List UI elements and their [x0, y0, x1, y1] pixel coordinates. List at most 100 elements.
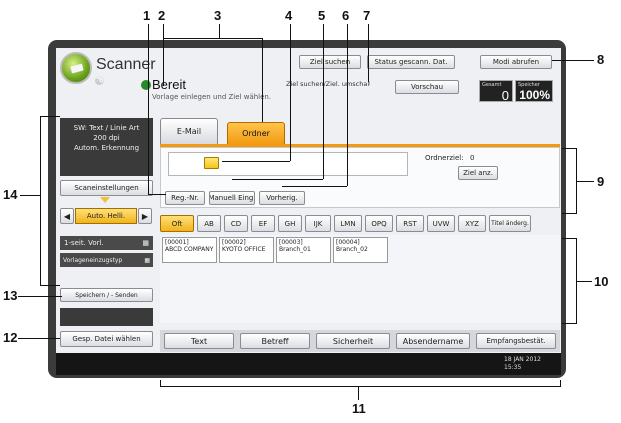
leader-line-11	[358, 386, 359, 400]
leader-line-6	[347, 24, 348, 186]
leader-line-12	[18, 338, 60, 339]
tab-text[interactable]: Text	[164, 333, 234, 349]
memory-indicator: Speicher 100%	[515, 80, 553, 102]
dest-count-value: 0	[470, 154, 475, 162]
scanned-status-button[interactable]: Status gescann. Dat.	[367, 55, 455, 69]
app-title: Scanner	[96, 56, 156, 73]
leader-line-13	[18, 296, 62, 297]
callout-4: 4	[285, 8, 293, 23]
title-key-frequent[interactable]: Oft	[160, 215, 194, 232]
scan-settings-button[interactable]: Scaneinstellungen	[60, 180, 153, 196]
tab-sender-name[interactable]: Absendername	[396, 333, 470, 349]
tab-email[interactable]: E-Mail	[160, 118, 218, 144]
destination-code: [00004]	[336, 239, 360, 246]
settings-line-1: SW: Text / Linie Art	[73, 124, 140, 132]
density-decrease-button[interactable]: ◀	[60, 208, 74, 224]
memory-value: 100%	[519, 88, 550, 102]
callout-12: 12	[3, 330, 18, 345]
destination-name: ABCD COMPANY	[165, 246, 214, 253]
leader-line-7	[368, 24, 369, 82]
manual-entry-button[interactable]: Manuell Eing.	[209, 191, 255, 205]
tab-security[interactable]: Sicherheit	[316, 333, 390, 349]
status-bar	[56, 353, 561, 375]
destination-code: [00001]	[165, 239, 189, 246]
title-key-ijk[interactable]: IJK	[305, 215, 331, 232]
dest-search-button[interactable]: Ziel suchen	[299, 55, 361, 69]
settings-line-3: Autom. Erkennung	[73, 144, 140, 152]
store-send-button[interactable]: Speichern / - Senden	[60, 288, 153, 302]
bracket-11-left	[160, 380, 161, 386]
title-key-ef[interactable]: EF	[251, 215, 275, 232]
status-title: Bereit	[152, 77, 186, 92]
density-value[interactable]: Auto. Helli.	[75, 208, 137, 224]
destination-code: [00003]	[279, 239, 303, 246]
recall-program-button[interactable]: Modi abrufen	[480, 55, 552, 69]
callout-9: 9	[597, 174, 605, 189]
callout-14: 14	[3, 187, 18, 202]
orig-type-icon: ▦	[142, 239, 149, 247]
clock-time: 15:35	[504, 364, 522, 371]
callout-10: 10	[594, 274, 609, 289]
leader-line-10	[576, 281, 592, 282]
select-stored-file-button[interactable]: Gesp. Datei wählen	[60, 331, 153, 347]
orig-feed-button[interactable]: Vorlageneinzugstyp ▦	[60, 253, 153, 267]
leader-line-3-r	[262, 38, 263, 122]
destination-name: KYOTO OFFICE	[222, 246, 266, 253]
title-key-uvw[interactable]: UVW	[427, 215, 455, 232]
callout-6: 6	[342, 8, 350, 23]
orig-feed-label: Vorlageneinzugstyp	[63, 256, 123, 264]
destination-item-4[interactable]: [00004] Branch_02	[333, 237, 388, 263]
destination-item-3[interactable]: [00003] Branch_01	[276, 237, 331, 263]
leader-line-1	[148, 24, 149, 194]
leader-line-14	[20, 195, 40, 196]
tab-recept-notice[interactable]: Empfangsbestät.	[476, 333, 556, 349]
callout-7: 7	[363, 8, 371, 23]
destination-name: Branch_01	[279, 246, 311, 253]
prev-button[interactable]: Vorherig.	[259, 191, 305, 205]
destination-item-2[interactable]: [00002] KYOTO OFFICE	[219, 237, 274, 263]
title-key-ab[interactable]: AB	[197, 215, 221, 232]
title-key-xyz[interactable]: XYZ	[458, 215, 486, 232]
callout-3: 3	[214, 8, 222, 23]
leader-line-2	[163, 24, 164, 86]
density-indicator-icon	[100, 197, 110, 203]
callout-2: 2	[158, 8, 166, 23]
callout-1: 1	[143, 8, 151, 23]
title-key-gh[interactable]: GH	[278, 215, 302, 232]
tab-underline	[160, 144, 560, 147]
callout-5: 5	[318, 8, 326, 23]
change-title-button[interactable]: Titel änderg.	[489, 215, 531, 232]
title-key-opq[interactable]: OPQ	[365, 215, 393, 232]
title-key-lmn[interactable]: LMN	[334, 215, 362, 232]
switch-dest-list-button[interactable]: Ziel suchen/Ziel. umschalt.	[286, 80, 370, 88]
title-key-bar: Oft AB CD EF GH IJK LMN OPQ RST UVW XYZ …	[160, 215, 560, 232]
leader-line-4	[290, 24, 291, 161]
status-subtitle: Vorlage einlegen und Ziel wählen.	[152, 93, 272, 101]
dest-list-button[interactable]: Ziel anz.	[458, 166, 498, 180]
density-increase-button[interactable]: ▶	[138, 208, 152, 224]
clock-date: 18 JAN 2012	[504, 356, 541, 363]
leader-line-5	[323, 24, 324, 179]
tab-folder[interactable]: Ordner	[227, 122, 285, 144]
title-key-rst[interactable]: RST	[396, 215, 424, 232]
title-key-cd[interactable]: CD	[224, 215, 248, 232]
destination-item-1[interactable]: [00001] ABCD COMPANY	[162, 237, 217, 263]
leader-line-4-h	[222, 161, 290, 162]
user-tool-icon: ☯	[94, 74, 105, 88]
orig-type-button[interactable]: 1-seit. Vorl. ▦	[60, 236, 153, 250]
preview-button[interactable]: Vorschau	[395, 80, 459, 94]
sidebar-spacer	[60, 308, 153, 326]
bracket-14-v	[40, 116, 41, 286]
status-indicator-icon	[141, 80, 151, 90]
leader-line-3	[219, 24, 220, 38]
settings-line-2: 200 dpi	[93, 134, 120, 142]
counter-value: 0	[501, 88, 509, 103]
reg-no-button[interactable]: Reg.-Nr.	[165, 191, 205, 205]
tab-email-label: E-Mail	[176, 127, 202, 136]
bracket-14-top	[40, 116, 60, 117]
tab-folder-label: Ordner	[242, 129, 270, 138]
dest-count-label: Ordnerziel:	[425, 154, 464, 162]
tab-subject[interactable]: Betreff	[240, 333, 310, 349]
original-counter: Gesamt 0	[479, 80, 513, 103]
leader-line-3-h	[163, 38, 263, 39]
